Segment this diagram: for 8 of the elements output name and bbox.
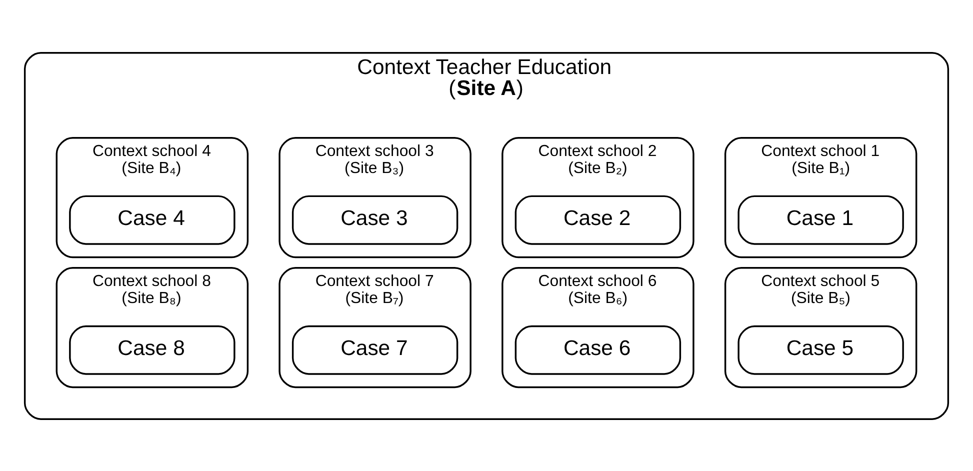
node-box: Case 2 [514,194,682,244]
node-box: Case 8 [69,324,236,374]
node-box: Case 4 [69,194,236,244]
node-box: Case 3 [292,194,458,244]
node-box: Case 1 [738,194,904,244]
node-box: Case 6 [514,324,682,374]
node-box: Case 5 [738,324,904,374]
node-box: Case 7 [292,324,458,374]
